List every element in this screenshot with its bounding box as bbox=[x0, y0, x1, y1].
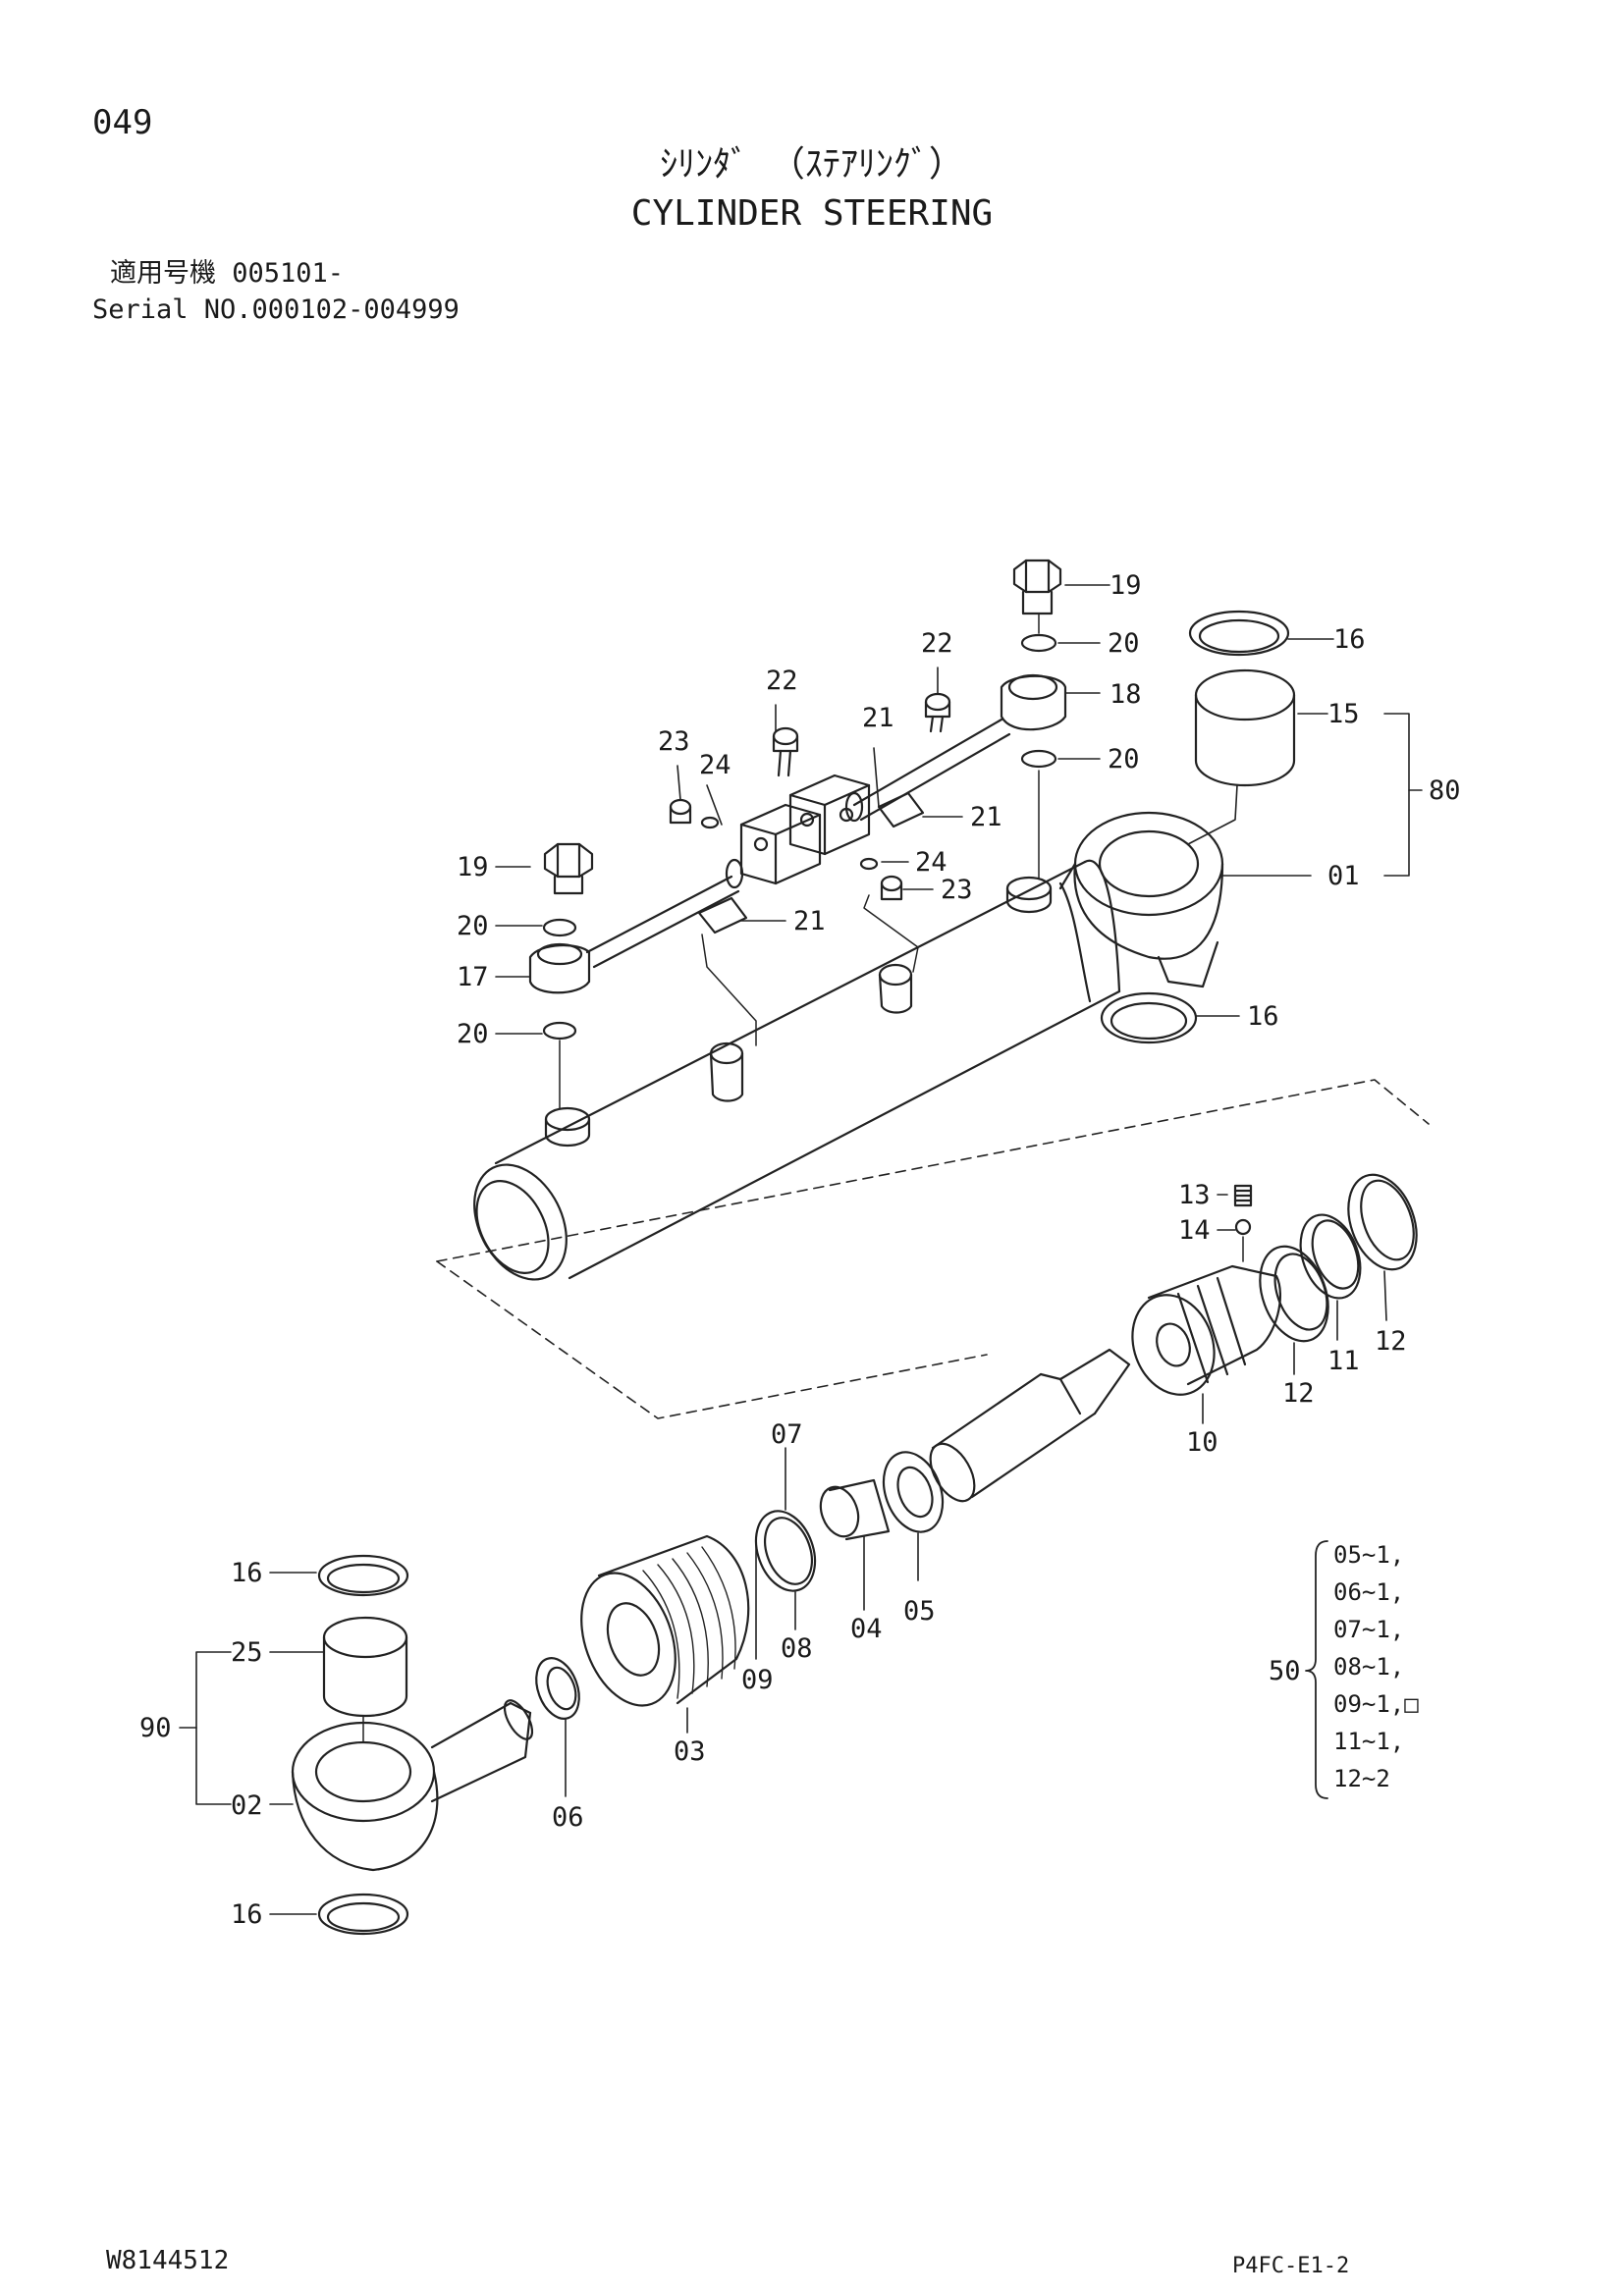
callout-03: 03 bbox=[674, 1736, 706, 1767]
fitting-bolt-left bbox=[543, 842, 594, 895]
backup-ring-08 bbox=[754, 1510, 817, 1592]
page-number: 049 bbox=[92, 103, 153, 142]
seal-ring-12b bbox=[1347, 1173, 1418, 1271]
title-english: CYLINDER STEERING bbox=[630, 193, 994, 234]
seal-ring-12a bbox=[1259, 1245, 1329, 1343]
washer-24b bbox=[859, 857, 879, 871]
kit-line: 06~1, bbox=[1333, 1578, 1405, 1606]
rod-seal-lower bbox=[317, 1893, 409, 1936]
kit-line: 12~2 bbox=[1333, 1765, 1390, 1792]
o-ring-20d bbox=[1020, 749, 1057, 769]
callout-02: 02 bbox=[231, 1790, 263, 1821]
head-end-eye bbox=[1058, 811, 1224, 988]
callout-24a: 24 bbox=[699, 750, 731, 780]
title-japanese: ｼﾘﾝﾀﾞ （ｽﾃｱﾘﾝｸﾞ） bbox=[660, 144, 964, 185]
callout-01: 01 bbox=[1327, 861, 1360, 891]
leader-lines bbox=[179, 584, 1423, 1915]
callout-21c: 21 bbox=[793, 906, 826, 936]
callout-05: 05 bbox=[903, 1596, 936, 1627]
callout-labels: 01 02 03 04 05 06 07 08 09 10 11 12 12 1… bbox=[139, 570, 1461, 1930]
callout-08: 08 bbox=[781, 1633, 813, 1664]
callout-20a: 20 bbox=[1108, 628, 1140, 659]
callout-23b: 23 bbox=[941, 875, 973, 905]
pipe-assembly bbox=[528, 673, 1067, 994]
rod-bushing-25 bbox=[322, 1616, 408, 1718]
kit-brace bbox=[1305, 1540, 1328, 1799]
plug-23a bbox=[669, 798, 692, 825]
callout-90: 90 bbox=[139, 1713, 172, 1743]
head-seal-lower bbox=[1100, 991, 1198, 1044]
callout-19a: 19 bbox=[1110, 570, 1142, 601]
callout-21b: 21 bbox=[970, 802, 1002, 832]
cushion-ring-05 bbox=[882, 1451, 945, 1533]
callout-16d: 16 bbox=[231, 1899, 263, 1930]
callout-16c: 16 bbox=[231, 1558, 263, 1588]
callout-22a: 22 bbox=[766, 666, 798, 696]
callout-50: 50 bbox=[1269, 1656, 1301, 1686]
washer-24a bbox=[700, 816, 720, 829]
piston bbox=[1131, 1264, 1281, 1396]
callout-10: 10 bbox=[1186, 1427, 1218, 1458]
barrel-tube bbox=[473, 859, 1121, 1281]
piston-rod bbox=[929, 1348, 1131, 1503]
callout-20d: 20 bbox=[457, 1019, 489, 1049]
kit-line: 11~1, bbox=[1333, 1728, 1405, 1755]
callout-19b: 19 bbox=[457, 852, 489, 882]
callout-04: 04 bbox=[850, 1614, 883, 1644]
callout-06: 06 bbox=[552, 1802, 584, 1833]
fitting-bolt-right bbox=[1012, 559, 1062, 615]
seal-kit-contents: 05~1, 06~1, 07~1, 08~1, 09~1,□ 11~1, 12~… bbox=[1333, 1536, 1419, 1797]
dust-seal-06 bbox=[535, 1657, 580, 1720]
kit-line: 09~1,□ bbox=[1333, 1690, 1419, 1718]
head-seal-upper bbox=[1188, 610, 1290, 657]
callout-07: 07 bbox=[771, 1419, 803, 1450]
callout-12a: 12 bbox=[1282, 1378, 1315, 1409]
callout-22b: 22 bbox=[921, 628, 953, 659]
set-screw-13 bbox=[1233, 1184, 1253, 1207]
kit-line: 08~1, bbox=[1333, 1653, 1405, 1681]
page-code: P4FC-E1-2 bbox=[1232, 2254, 1350, 2278]
serial-english: Serial NO.000102-004999 bbox=[92, 294, 460, 325]
o-ring-20b bbox=[542, 1021, 577, 1041]
callout-14: 14 bbox=[1178, 1215, 1211, 1246]
callout-12b: 12 bbox=[1375, 1326, 1407, 1357]
rod-end-eye bbox=[291, 1699, 534, 1872]
callout-18: 18 bbox=[1110, 679, 1142, 710]
projection-lines bbox=[559, 613, 1040, 1110]
rod-cover-03 bbox=[580, 1534, 750, 1707]
o-ring-20a bbox=[542, 918, 577, 937]
callout-16b: 16 bbox=[1247, 1001, 1279, 1032]
wear-ring-11 bbox=[1299, 1213, 1362, 1300]
callout-09: 09 bbox=[741, 1665, 774, 1695]
callout-20b: 20 bbox=[1108, 744, 1140, 774]
callout-23a: 23 bbox=[658, 726, 690, 757]
callout-24b: 24 bbox=[915, 847, 947, 878]
callout-13: 13 bbox=[1178, 1180, 1211, 1210]
callout-25: 25 bbox=[231, 1637, 263, 1668]
callout-17: 17 bbox=[457, 962, 489, 992]
drawing-number: W8144512 bbox=[106, 2246, 230, 2275]
kit-line: 07~1, bbox=[1333, 1616, 1405, 1643]
callout-16a: 16 bbox=[1333, 624, 1366, 655]
o-ring-20c bbox=[1020, 633, 1057, 653]
steel-ball-14 bbox=[1234, 1218, 1252, 1236]
clamp-bolt-22a bbox=[772, 726, 799, 777]
callout-20c: 20 bbox=[457, 911, 489, 941]
serial-japanese: 適用号機 005101- bbox=[110, 258, 345, 289]
head-bushing bbox=[1194, 668, 1296, 787]
callout-11: 11 bbox=[1327, 1346, 1360, 1376]
callout-21a: 21 bbox=[862, 703, 894, 733]
rod-seal-upper bbox=[317, 1554, 409, 1597]
bushing-04 bbox=[819, 1478, 891, 1541]
callout-15: 15 bbox=[1327, 699, 1360, 729]
callout-80: 80 bbox=[1429, 775, 1461, 806]
kit-line: 05~1, bbox=[1333, 1541, 1405, 1569]
plug-23b bbox=[880, 875, 903, 901]
clamp-bolt-22b bbox=[924, 692, 951, 733]
